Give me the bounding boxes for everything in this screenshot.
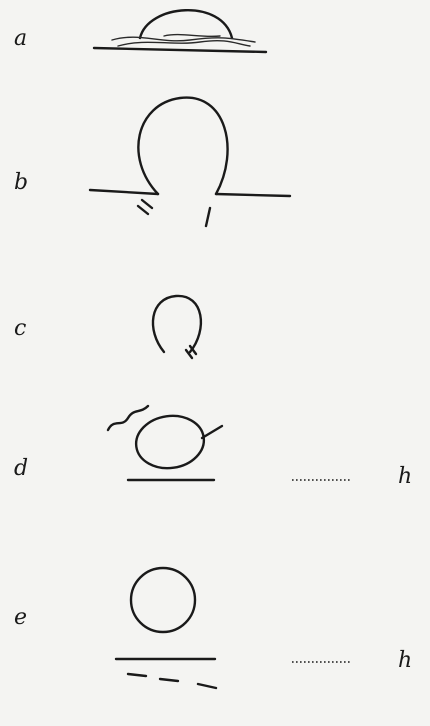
c-right-tick-1 — [184, 348, 194, 360]
label-c: c — [14, 316, 27, 341]
figure-c — [151, 294, 203, 360]
label-d: d — [14, 456, 29, 481]
figure-b — [88, 96, 292, 228]
a-inner-line-3 — [163, 33, 221, 38]
label-h-d: h — [398, 464, 413, 489]
b-right-line — [214, 192, 292, 198]
a-inner-line-2 — [117, 39, 251, 47]
c-loop — [151, 294, 203, 354]
e-dash-2 — [158, 677, 180, 683]
figure-d — [106, 404, 352, 482]
e-dash-1 — [126, 672, 148, 678]
b-left-tick-1 — [136, 204, 150, 216]
label-b: b — [14, 170, 29, 195]
d-wavy-line — [106, 404, 150, 432]
label-a: a — [14, 26, 28, 51]
figure-e — [114, 566, 352, 690]
b-right-tick — [204, 206, 212, 228]
b-loop — [137, 96, 229, 196]
b-left-tick-2 — [140, 198, 154, 210]
a-dome-arc — [138, 9, 234, 40]
label-e: e — [14, 605, 28, 630]
e-circle — [129, 566, 197, 634]
b-left-line — [88, 188, 160, 196]
d-ellipse — [134, 414, 206, 470]
label-h-e: h — [398, 648, 413, 673]
c-right-tick-2 — [188, 344, 198, 356]
d-right-tick — [200, 424, 224, 440]
figure-a — [92, 9, 268, 54]
a-inner-line-1 — [111, 36, 256, 43]
a-baseline — [92, 46, 268, 54]
e-dash-3 — [196, 682, 218, 690]
